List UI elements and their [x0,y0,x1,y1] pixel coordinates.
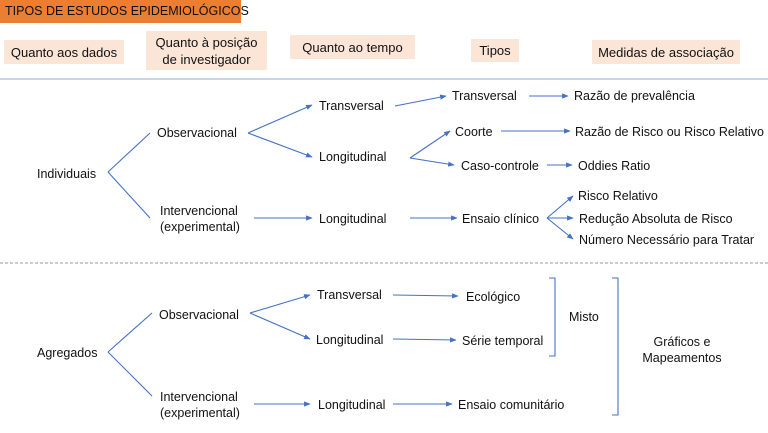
node-ind-transversal-tempo: Transversal [319,99,384,113]
header-medidas: Medidas de associação [592,40,740,64]
diagram-title: TIPOS DE ESTUDOS EPIDEMIOLÓGICOS [0,0,249,23]
header-dados-label: Quanto aos dados [10,44,118,60]
node-ind-longitudinal-int: Longitudinal [319,212,387,226]
node-ind-intervencional: Intervencional (experimental) [160,203,240,235]
node-agr-intervencional-line1: Intervencional [160,390,238,404]
measure-risco-relativo: Risco Relativo [578,189,658,203]
header-tempo-label: Quanto ao tempo [302,39,403,55]
header-posicao-line2: de investigador [162,51,251,67]
edge-trans-trans [394,94,447,107]
measure-nnt: Número Necessário para Tratar [579,233,755,247]
edge-aobs-trans [249,294,311,314]
node-agr-longitudinal-obs: Longitudinal [316,333,384,347]
node-agr-longitudinal-int: Longitudinal [318,398,386,412]
node-graficos-line2: Mapeamentos [642,351,722,365]
node-ind-observacional: Observacional [157,126,237,140]
node-misto: Misto [569,310,599,324]
node-graficos-mapeamentos: Gráficos e Mapeamentos [632,334,732,366]
edge-agr-obs [107,312,153,353]
edge-along-serie [392,337,457,343]
header-medidas-label: Medidas de associação [598,44,734,60]
edge-long-coorte [409,130,451,159]
header-tempo: Quanto ao tempo [290,35,415,59]
measure-razao-prevalencia: Razão de prevalência [574,89,695,103]
edge-obs-trans [247,104,313,134]
node-ecologico: Ecológico [466,290,521,304]
node-ind-longitudinal-obs: Longitudinal [319,150,387,164]
edge-aobs-long [249,312,311,340]
measure-oddies-ratio: Oddies Ratio [578,159,651,173]
node-ind-intervencional-line2: (experimental) [160,220,240,234]
edge-agr-int [107,351,153,397]
node-individuais: Individuais [37,167,97,181]
node-ensaio-comunitario: Ensaio comunitário [458,398,565,412]
node-agr-intervencional-line2: (experimental) [160,406,240,420]
node-ind-transversal-tipo: Transversal [452,89,517,103]
node-agr-intervencional: Intervencional (experimental) [160,389,240,421]
node-graficos-line1: Gráficos e [653,335,711,349]
header-dados: Quanto aos dados [4,40,124,64]
node-ensaio-clinico: Ensaio clínico [462,212,540,226]
edge-obs-long [247,132,313,158]
header-posicao-line1: Quanto à posição [155,34,258,50]
bracket-graficos [612,277,619,416]
header-tipos: Tipos [471,39,519,62]
edge-ensaio-rr [546,195,574,219]
node-coorte: Coorte [455,125,493,139]
node-agr-transversal-tempo: Transversal [317,288,382,302]
edge-ensaio-nnt [546,217,574,240]
edge-ind-int [107,171,151,219]
edge-ind-obs [107,132,151,173]
node-agr-observacional: Observacional [159,308,239,322]
node-caso-controle: Caso-controle [461,159,539,173]
node-serie-temporal: Série temporal [462,334,544,348]
bracket-misto [549,277,556,357]
edge-long-caso [409,157,455,167]
node-agregados: Agregados [37,346,98,360]
header-posicao: Quanto à posição de investigador [146,31,267,70]
measure-razao-risco: Razão de Risco ou Risco Relativo [575,125,764,139]
header-tipos-label: Tipos [479,43,511,58]
node-ind-intervencional-line1: Intervencional [160,204,238,218]
measure-reducao-absoluta: Redução Absoluta de Risco [579,212,733,226]
edge-atrans-eco [392,293,459,299]
